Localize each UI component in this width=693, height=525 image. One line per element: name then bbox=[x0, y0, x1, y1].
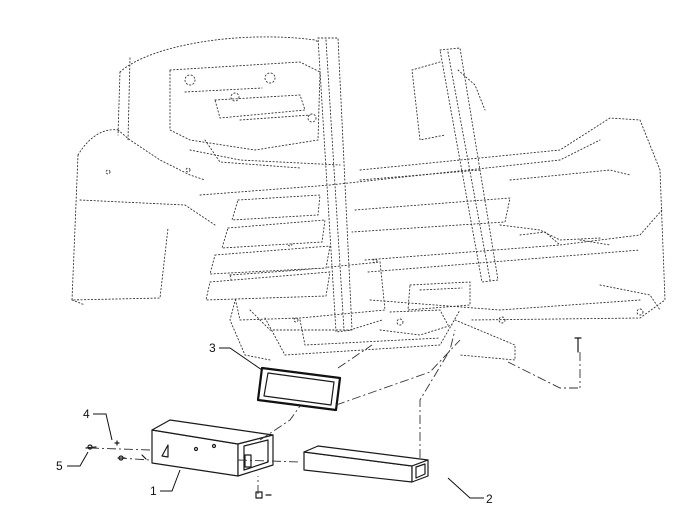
fasteners bbox=[85, 337, 582, 499]
duct-part-1 bbox=[151, 419, 274, 477]
callout-labels: 1 2 3 4 5 bbox=[56, 341, 493, 506]
callout-1: 1 bbox=[150, 484, 157, 498]
callout-3: 3 bbox=[209, 341, 216, 355]
callout-5: 5 bbox=[56, 459, 63, 473]
callout-4: 4 bbox=[83, 407, 90, 421]
callout-leaders bbox=[67, 347, 484, 499]
callout-2: 2 bbox=[486, 492, 493, 506]
assembly-centerlines bbox=[89, 329, 581, 494]
seal-gasket bbox=[256, 366, 342, 412]
duct-phantom-bands bbox=[205, 194, 511, 326]
duct-part-2 bbox=[303, 445, 429, 483]
cab-body-outline bbox=[71, 36, 666, 361]
